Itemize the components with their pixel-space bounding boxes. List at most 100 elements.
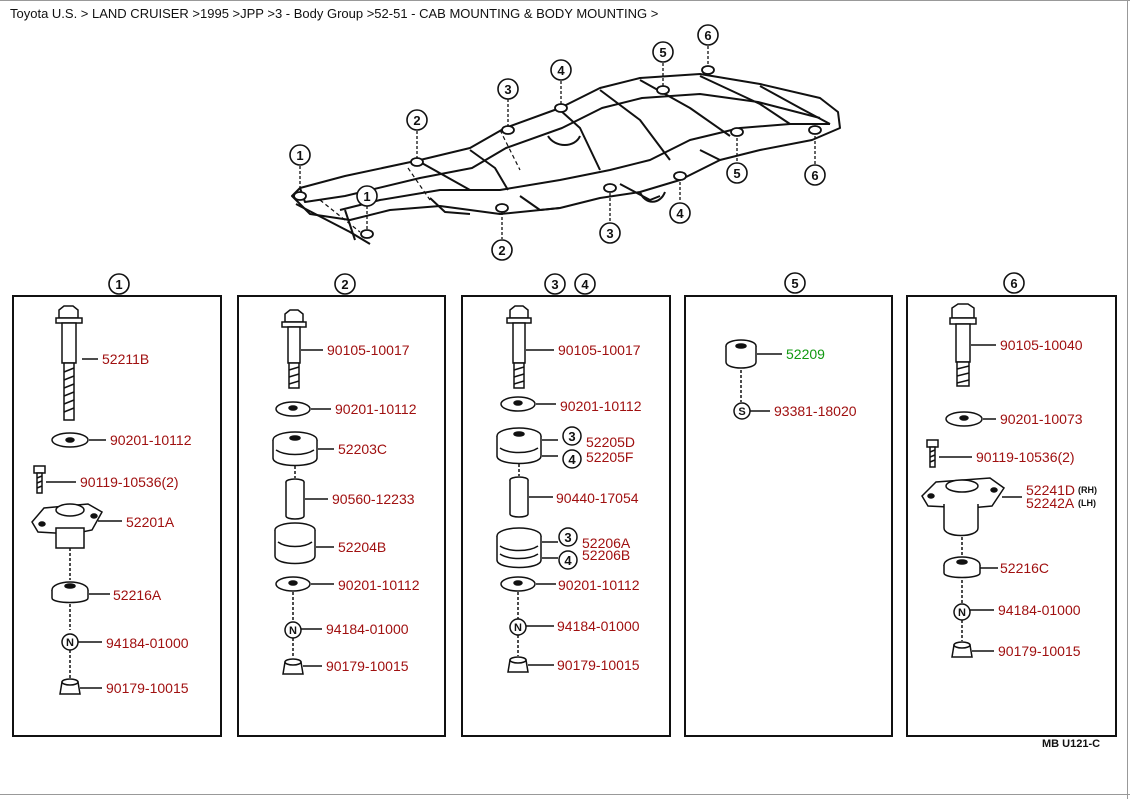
part-link-90179-10015[interactable]: 90179-10015 <box>326 658 409 674</box>
part-link-90440-17054[interactable]: 90440-17054 <box>556 490 639 506</box>
nut-icon <box>282 658 304 675</box>
bolt-icon <box>506 305 532 389</box>
part-link-90560-12233[interactable]: 90560-12233 <box>332 491 415 507</box>
small-bolt-icon <box>33 465 46 494</box>
svg-text:6: 6 <box>1010 276 1017 291</box>
part-link-52205F[interactable]: 52205F <box>586 449 633 465</box>
svg-text:3: 3 <box>504 82 511 97</box>
note-rh: (RH) <box>1078 485 1097 495</box>
section-1: N <box>31 305 122 695</box>
svg-text:5: 5 <box>733 166 740 181</box>
part-link-52209[interactable]: 52209 <box>786 346 825 362</box>
bolt-icon <box>55 305 83 421</box>
section-5: S <box>725 339 782 420</box>
cushion-icon <box>51 581 89 604</box>
part-link-52206A[interactable]: 52206A <box>582 535 631 551</box>
bolt-icon <box>949 303 977 387</box>
svg-text:N: N <box>66 637 74 649</box>
part-number-labels: 52211B 90201-10112 90119-10536(2) 52201A… <box>80 337 1097 696</box>
callout-3-icon: 3 <box>599 222 621 244</box>
part-link-94184-01000[interactable]: 94184-01000 <box>998 602 1081 618</box>
section-headers: 1 2 3 4 5 6 <box>108 272 1025 295</box>
section-6-header-icon: 6 <box>1003 272 1025 294</box>
svg-text:2: 2 <box>413 113 420 128</box>
svg-text:5: 5 <box>659 45 666 60</box>
part-link-90201-10112[interactable]: 90201-10112 <box>560 398 642 414</box>
part-link-90201-10112[interactable]: 90201-10112 <box>110 432 192 448</box>
variant-4-icon: 4 <box>562 449 582 469</box>
frame-border-bottom <box>0 794 1130 795</box>
part-link-90179-10015[interactable]: 90179-10015 <box>557 657 640 673</box>
marker-s-icon: S <box>733 402 751 420</box>
nut-marker-n-icon: N <box>509 618 527 636</box>
svg-text:5: 5 <box>791 276 798 291</box>
svg-text:S: S <box>738 406 745 418</box>
section-4-header-icon: 4 <box>574 273 596 295</box>
frame-callouts: 1 1 2 2 3 3 4 4 5 5 6 6 <box>289 24 826 261</box>
callout-3-icon: 3 <box>497 78 519 100</box>
part-link-90105-10040[interactable]: 90105-10040 <box>1000 337 1083 353</box>
part-link-52201A[interactable]: 52201A <box>126 514 175 530</box>
part-link-90201-10112[interactable]: 90201-10112 <box>338 577 420 593</box>
part-link-52216A[interactable]: 52216A <box>113 587 162 603</box>
svg-text:6: 6 <box>811 168 818 183</box>
diagram-code: MB U121-C <box>1042 738 1100 750</box>
cab-mount-icon <box>31 503 104 549</box>
part-link-52204B[interactable]: 52204B <box>338 539 386 555</box>
part-link-90105-10017[interactable]: 90105-10017 <box>558 342 641 358</box>
part-link-52205D[interactable]: 52205D <box>586 434 635 450</box>
frame-mount-points <box>293 65 822 239</box>
section-1-header-icon: 1 <box>108 273 130 295</box>
svg-text:N: N <box>514 622 522 634</box>
part-link-90105-10017[interactable]: 90105-10017 <box>327 342 410 358</box>
part-link-94184-01000[interactable]: 94184-01000 <box>557 618 640 634</box>
svg-text:3: 3 <box>606 226 613 241</box>
nut-icon <box>951 641 973 658</box>
callout-6-icon: 6 <box>804 164 826 186</box>
part-link-94184-01000[interactable]: 94184-01000 <box>106 635 189 651</box>
svg-text:N: N <box>289 625 297 637</box>
nut-marker-n-icon: N <box>284 621 302 639</box>
part-link-52211B[interactable]: 52211B <box>102 351 149 367</box>
part-link-90179-10015[interactable]: 90179-10015 <box>998 643 1081 659</box>
callout-1-icon: 1 <box>289 144 311 166</box>
collar-icon <box>285 478 305 520</box>
part-link-52206B[interactable]: 52206B <box>582 547 630 563</box>
svg-text:4: 4 <box>564 553 572 568</box>
part-link-52203C[interactable]: 52203C <box>338 441 387 457</box>
svg-text:1: 1 <box>115 277 122 292</box>
section-3-4: N 3 4 3 4 <box>496 305 582 673</box>
section-boxes <box>12 295 1117 737</box>
svg-text:1: 1 <box>296 148 303 163</box>
collar-icon <box>509 476 529 518</box>
part-link-90201-10073[interactable]: 90201-10073 <box>1000 411 1083 427</box>
part-link-90179-10015[interactable]: 90179-10015 <box>106 680 189 696</box>
section-2: N <box>272 309 334 675</box>
cushion-lower-icon <box>496 527 542 569</box>
part-link-90201-10112[interactable]: 90201-10112 <box>558 577 640 593</box>
callout-5-icon: 5 <box>726 162 748 184</box>
part-link-52241D[interactable]: 52241D <box>1026 482 1075 498</box>
part-link-90201-10112[interactable]: 90201-10112 <box>335 401 417 417</box>
part-link-52242A[interactable]: 52242A <box>1026 495 1075 511</box>
part-link-90119-10536[interactable]: 90119-10536(2) <box>80 474 179 490</box>
part-link-52216C[interactable]: 52216C <box>1000 560 1049 576</box>
part-link-94184-01000[interactable]: 94184-01000 <box>326 621 409 637</box>
chassis-frame-drawing <box>291 73 841 245</box>
section-2-header-icon: 2 <box>334 273 356 295</box>
cushion-upper-icon <box>272 431 318 467</box>
section-3-header-icon: 3 <box>544 273 566 295</box>
cab-mount-icon <box>921 477 1006 537</box>
frame-border-right <box>1127 0 1128 799</box>
section-5-header-icon: 5 <box>784 272 806 294</box>
callout-4-icon: 4 <box>669 202 691 224</box>
cushion-upper-icon <box>496 427 542 465</box>
svg-text:4: 4 <box>568 452 576 467</box>
part-link-93381-18020[interactable]: 93381-18020 <box>774 403 857 419</box>
nut-marker-n-icon: N <box>61 633 79 651</box>
variant-4-icon: 4 <box>558 550 578 570</box>
part-link-90119-10536[interactable]: 90119-10536(2) <box>976 449 1075 465</box>
callout-1-icon: 1 <box>356 185 378 207</box>
frame-callout-leaders <box>299 46 816 239</box>
